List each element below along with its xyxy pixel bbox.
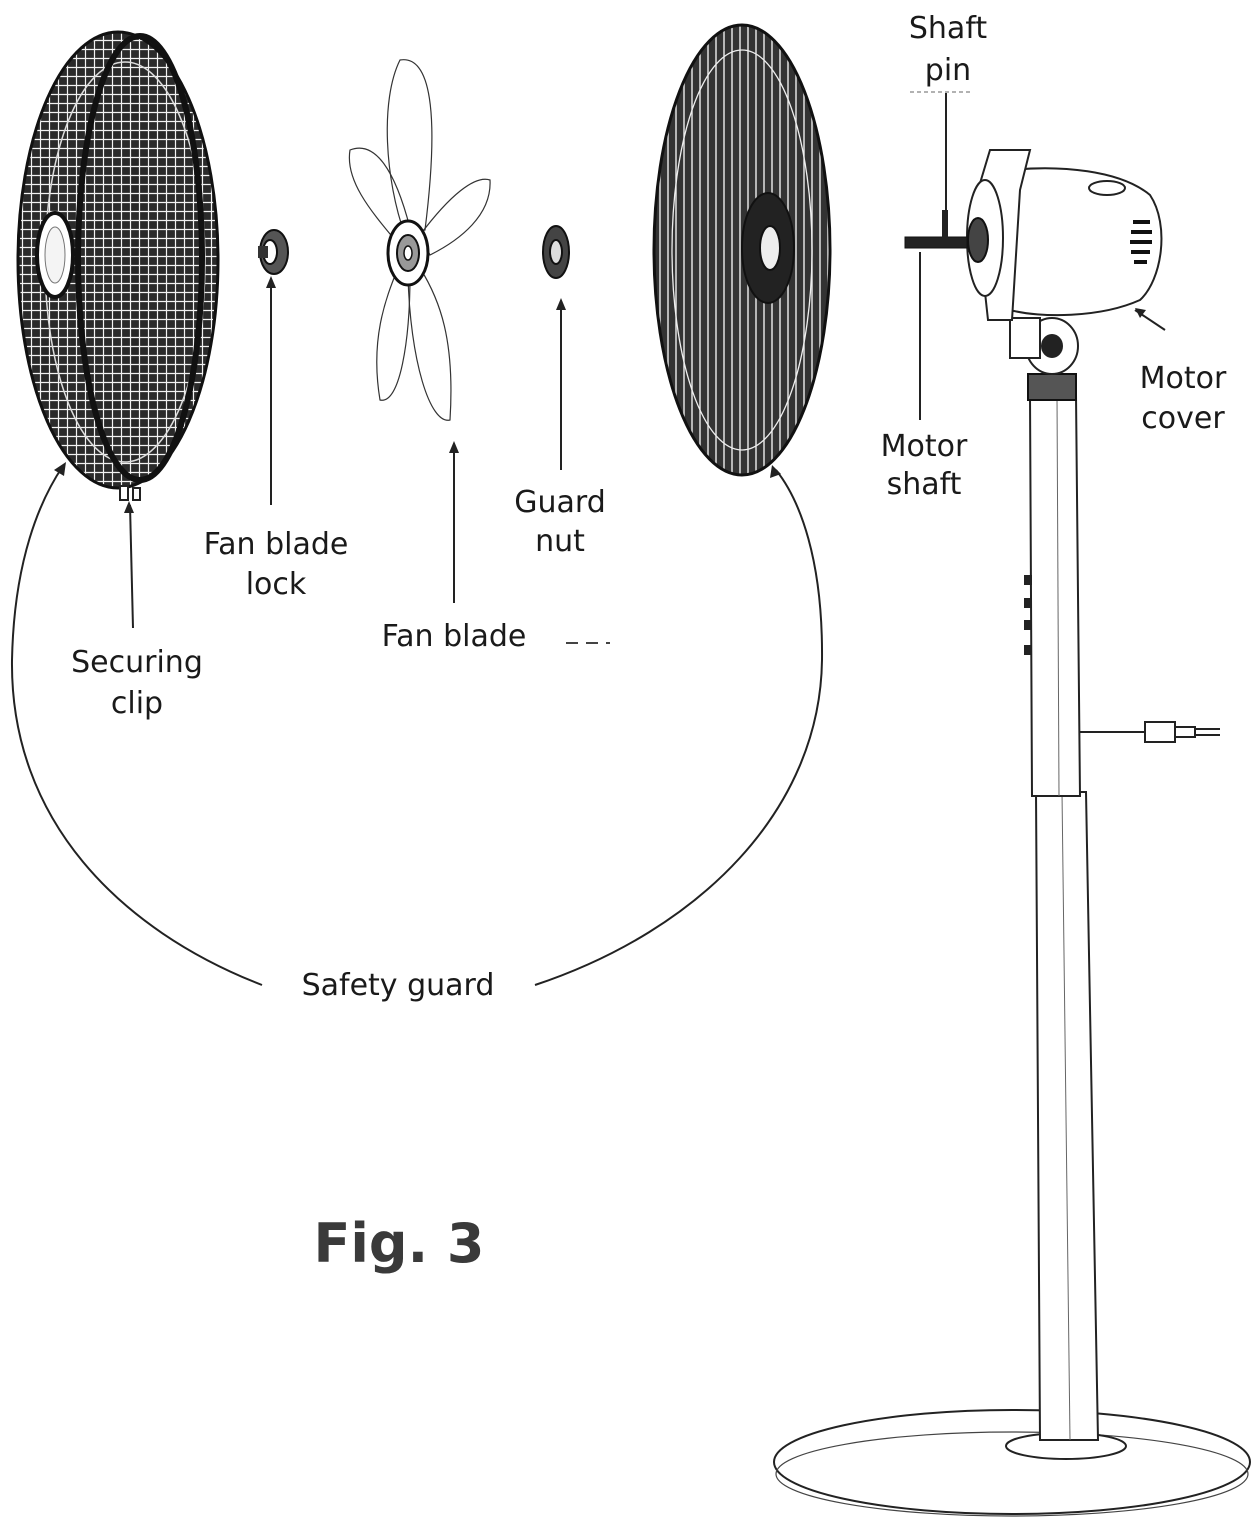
securing-clip — [119, 485, 141, 501]
rear-safety-guard — [16, 30, 220, 490]
motor-shaft-label-line1: Motor — [881, 429, 968, 464]
motor-shaft-label-line2: shaft — [887, 467, 962, 502]
guard-nut-label-line1: Guard — [514, 485, 606, 520]
leader-lines — [10, 91, 1166, 986]
fan-blade-label: Fan blade — [382, 619, 527, 654]
control-buttons — [1024, 575, 1032, 655]
fan-blade-lock — [258, 229, 289, 275]
motor-cover-vents — [1130, 220, 1152, 264]
shaft-pin-label-line2: pin — [925, 53, 971, 88]
securing-clip-label-line2: clip — [111, 686, 163, 721]
motor-housing — [966, 149, 1163, 321]
figure-caption: Fig. 3 — [314, 1212, 485, 1275]
fan-blade-lock-label-line1: Fan blade — [204, 527, 349, 562]
power-cord — [1079, 721, 1220, 743]
front-safety-guard — [652, 23, 832, 477]
motor-cover-label-line2: cover — [1141, 401, 1225, 436]
motor-shaft — [904, 236, 968, 249]
shaft-pin — [942, 210, 948, 240]
fan-stand — [773, 317, 1251, 1517]
safety-guard-label: Safety guard — [302, 968, 495, 1003]
guard-nut — [542, 225, 570, 279]
shaft-pin-label-line1: Shaft — [909, 11, 987, 46]
fan-blade — [348, 59, 491, 421]
motor-cover-label-line1: Motor — [1140, 361, 1227, 396]
securing-clip-label-line1: Securing — [71, 645, 203, 680]
guard-nut-label-line2: nut — [535, 524, 585, 559]
fan-blade-lock-label-line2: lock — [246, 567, 307, 602]
